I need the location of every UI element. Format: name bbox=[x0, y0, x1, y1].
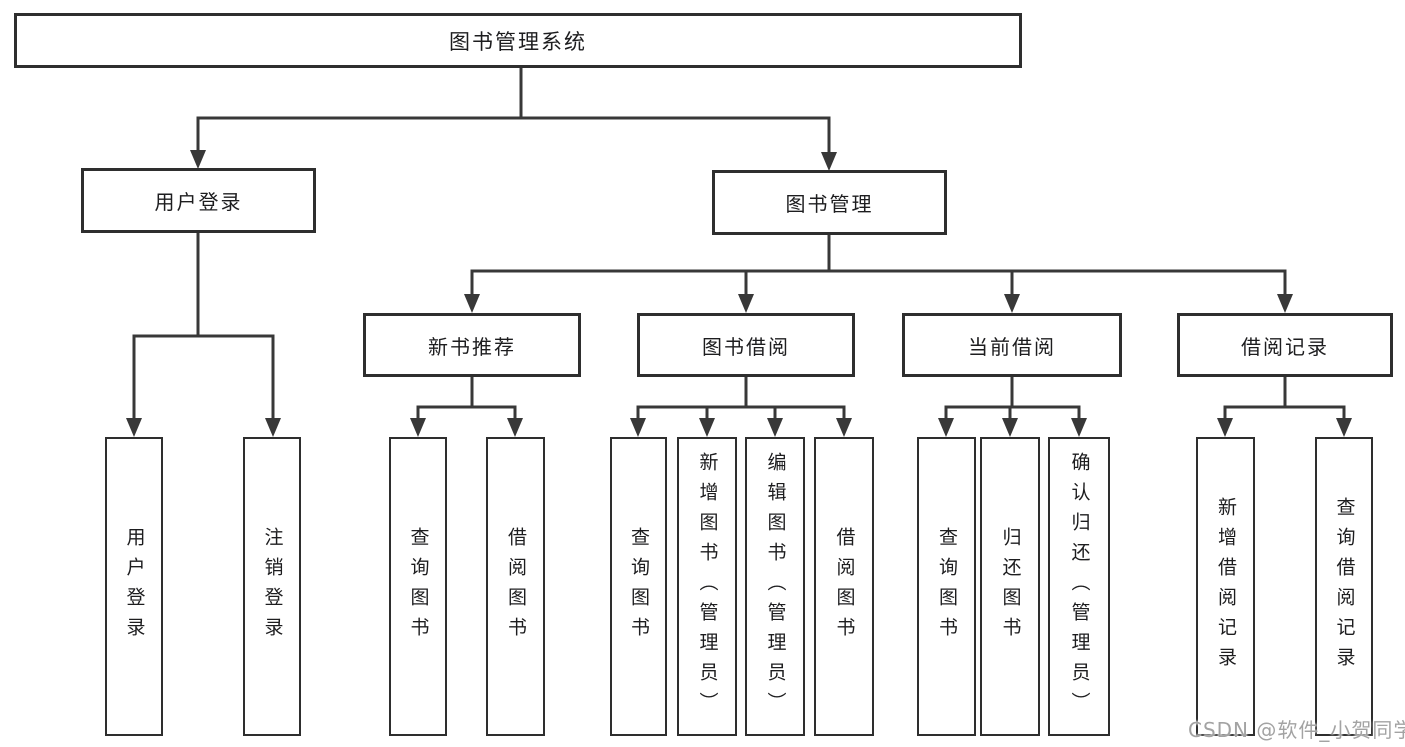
leaf-add-borrow-record: 新增借阅记录 bbox=[1196, 437, 1255, 736]
leaf-query-book-recommend-label: 查询图书 bbox=[407, 526, 430, 647]
leaf-query-book-borrow-label: 查询图书 bbox=[628, 526, 650, 647]
tree-edges bbox=[132, 68, 1346, 419]
node-new-book-recommend-label: 新书推荐 bbox=[428, 334, 516, 359]
node-current-borrow: 当前借阅 bbox=[902, 313, 1122, 377]
leaf-logout-login-label: 注销登录 bbox=[261, 526, 284, 647]
watermark-text: CSDN @软件_小贺同学 bbox=[1188, 718, 1405, 742]
leaf-borrow-book-recommend-label: 借阅图书 bbox=[505, 526, 527, 647]
leaf-query-book-recommend: 查询图书 bbox=[389, 437, 447, 736]
node-user-login: 用户登录 bbox=[81, 168, 316, 233]
leaf-edit-book-admin-label: 编辑图书（管理员） bbox=[764, 451, 787, 722]
leaf-add-book-admin-label: 新增图书（管理员） bbox=[696, 451, 719, 722]
node-user-login-label: 用户登录 bbox=[154, 190, 243, 214]
node-book-borrow-label: 图书借阅 bbox=[702, 334, 790, 359]
leaf-query-borrow-record-label: 查询借阅记录 bbox=[1333, 496, 1356, 677]
node-book-borrow: 图书借阅 bbox=[637, 313, 855, 377]
leaf-user-login: 用户登录 bbox=[105, 437, 163, 736]
leaf-confirm-return-admin: 确认归还（管理员） bbox=[1048, 437, 1110, 736]
leaf-add-borrow-record-label: 新增借阅记录 bbox=[1215, 496, 1237, 677]
node-current-borrow-label: 当前借阅 bbox=[968, 334, 1056, 359]
leaf-edit-book-admin: 编辑图书（管理员） bbox=[745, 437, 805, 736]
leaf-borrow-book-recommend: 借阅图书 bbox=[486, 437, 545, 736]
node-borrow-records: 借阅记录 bbox=[1177, 313, 1393, 377]
leaf-query-borrow-record: 查询借阅记录 bbox=[1315, 437, 1373, 736]
leaf-query-book-current-label: 查询图书 bbox=[936, 526, 958, 647]
leaf-query-book-current: 查询图书 bbox=[917, 437, 976, 736]
leaf-borrow-book-label: 借阅图书 bbox=[833, 526, 856, 647]
leaf-confirm-return-admin-label: 确认归还（管理员） bbox=[1068, 451, 1091, 722]
node-library-system-label: 图书管理系统 bbox=[449, 29, 587, 54]
leaf-logout-login: 注销登录 bbox=[243, 437, 301, 736]
leaf-return-book-label: 归还图书 bbox=[999, 526, 1022, 647]
node-library-system: 图书管理系统 bbox=[14, 13, 1022, 68]
leaf-return-book: 归还图书 bbox=[980, 437, 1040, 736]
node-book-management-label: 图书管理 bbox=[785, 192, 874, 216]
leaf-add-book-admin: 新增图书（管理员） bbox=[677, 437, 737, 736]
leaf-borrow-book: 借阅图书 bbox=[814, 437, 874, 736]
node-new-book-recommend: 新书推荐 bbox=[363, 313, 581, 377]
leaf-user-login-label: 用户登录 bbox=[123, 526, 146, 647]
leaf-query-book-borrow: 查询图书 bbox=[610, 437, 667, 736]
node-book-management: 图书管理 bbox=[712, 170, 947, 235]
node-borrow-records-label: 借阅记录 bbox=[1241, 334, 1329, 359]
